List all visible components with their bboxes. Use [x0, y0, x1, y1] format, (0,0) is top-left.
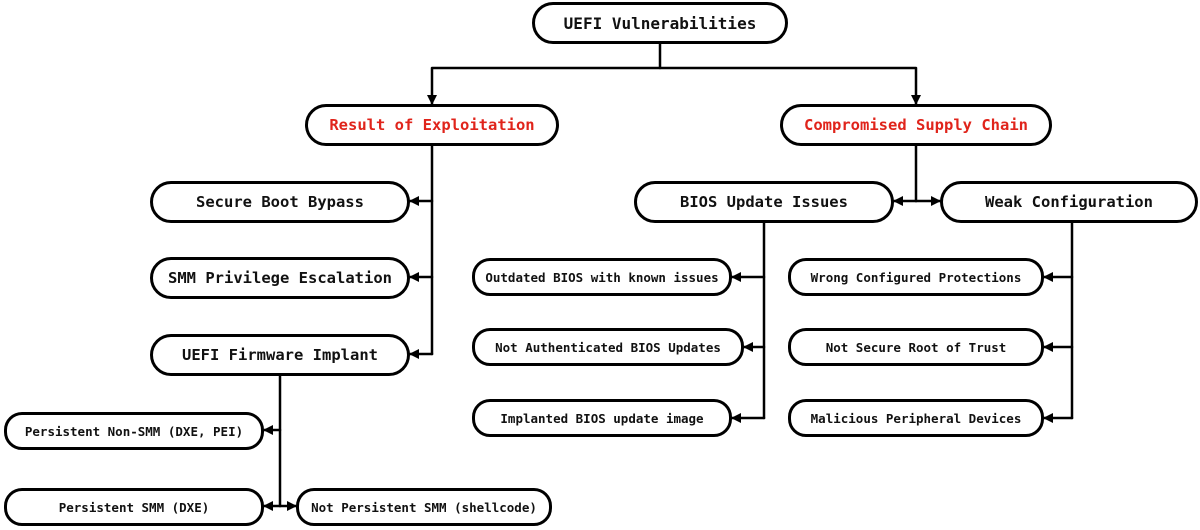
implanted-bios-image-node: Implanted BIOS update image: [472, 399, 732, 437]
not-authenticated-bios-updates-node: Not Authenticated BIOS Updates: [472, 328, 744, 366]
malicious-peripheral-devices-node: Malicious Peripheral Devices: [788, 399, 1044, 437]
not-secure-root-of-trust-node: Not Secure Root of Trust: [788, 328, 1044, 366]
weak-configuration-node: Weak Configuration: [940, 181, 1198, 223]
root-connector-left: [427, 40, 662, 106]
result-of-exploitation-node: Result of Exploitation: [305, 104, 559, 146]
uefi-firmware-implant-node: UEFI Firmware Implant: [150, 334, 410, 376]
compromised-supply-chain-node: Compromised Supply Chain: [780, 104, 1052, 146]
smm-privilege-escalation-node: SMM Privilege Escalation: [150, 257, 410, 299]
not-persistent-smm-node: Not Persistent SMM (shellcode): [296, 488, 552, 526]
root-node: UEFI Vulnerabilities: [532, 2, 788, 44]
persistent-smm-dxe-node: Persistent SMM (DXE): [4, 488, 264, 526]
root-connector-right: [658, 66, 921, 106]
wrong-configured-protections-node: Wrong Configured Protections: [788, 258, 1044, 296]
outdated-bios-node: Outdated BIOS with known issues: [472, 258, 732, 296]
bios-update-issues-node: BIOS Update Issues: [634, 181, 894, 223]
persistent-non-smm-node: Persistent Non-SMM (DXE, PEI): [4, 412, 264, 450]
secure-boot-bypass-node: Secure Boot Bypass: [150, 181, 410, 223]
